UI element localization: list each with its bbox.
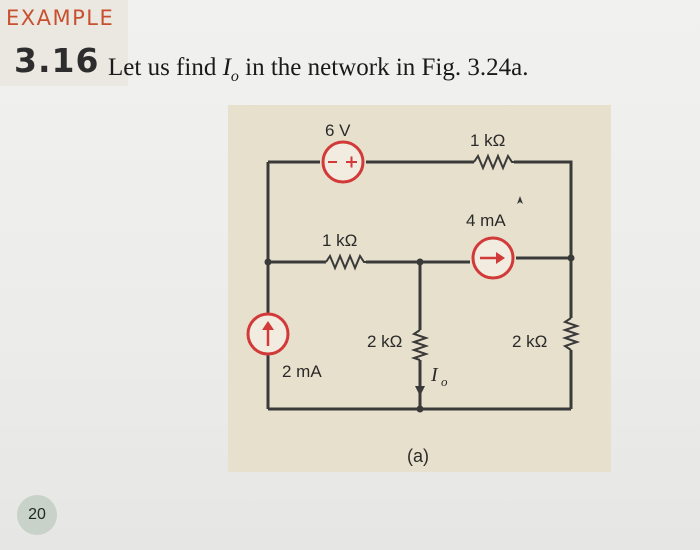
page-number: 20 (17, 495, 57, 535)
io-current-arrow (415, 370, 425, 396)
problem-statement: Let us find Io in the network in Fig. 3.… (108, 54, 528, 86)
cursor-arrow-icon (517, 196, 523, 204)
node-center-mid (416, 258, 424, 266)
label-io-subscript: o (441, 374, 448, 389)
label-top-1k: 1 kΩ (470, 131, 505, 150)
node-right-mid (567, 254, 575, 262)
label-6v: 6 V (325, 121, 351, 140)
resistor-center-2k (410, 329, 430, 361)
example-label: EXAMPLE (6, 6, 115, 30)
node-left-mid (264, 258, 272, 266)
current-source-4ma (471, 236, 515, 280)
example-number: 3.16 (14, 41, 100, 80)
problem-variable: I (222, 54, 231, 81)
voltage-source-6v (321, 140, 365, 184)
label-right-2k: 2 kΩ (512, 332, 547, 351)
label-center-2k: 2 kΩ (367, 332, 402, 351)
resistor-top-1k (473, 153, 514, 171)
problem-text-before: Let us find (108, 54, 223, 81)
problem-subscript: o (230, 68, 239, 85)
wire-top-right (514, 160, 573, 250)
resistor-mid-1k (325, 253, 366, 271)
label-4ma: 4 mA (466, 211, 506, 230)
label-io: I (430, 364, 439, 386)
label-2ma: 2 mA (282, 362, 322, 381)
example-header: EXAMPLE 3.16 (0, 0, 128, 86)
figure-caption: (a) (407, 446, 429, 466)
label-mid-1k: 1 kΩ (322, 231, 357, 250)
resistor-right-2k (561, 317, 581, 351)
node-bottom-center (416, 405, 424, 413)
current-source-2ma (246, 312, 290, 356)
problem-text-after: in the network in Fig. 3.24a. (238, 54, 529, 81)
